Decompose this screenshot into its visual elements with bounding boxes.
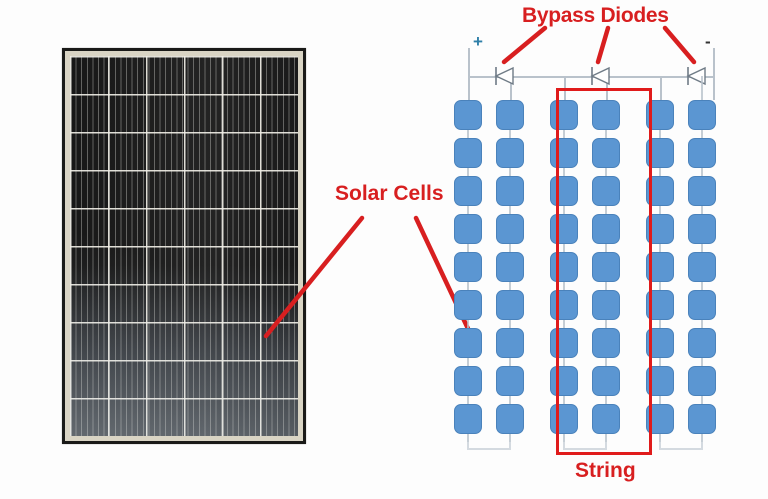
solar-cell-icon	[550, 328, 578, 358]
solar-cell-icon	[688, 100, 716, 130]
solar-cell-icon	[550, 214, 578, 244]
solar-cell-icon	[550, 252, 578, 282]
solar-cell-icon	[496, 366, 524, 396]
minus-terminal-icon: -	[705, 32, 711, 51]
solar-cell-icon	[550, 366, 578, 396]
string-highlight-box	[556, 88, 652, 455]
solar-cell-icon	[550, 290, 578, 320]
solar-cell-icon	[496, 138, 524, 168]
panel-glass-area	[70, 56, 298, 436]
diode-icon	[489, 65, 519, 87]
drop-wire-col-2	[510, 76, 512, 100]
cell-row-gridlines	[70, 56, 298, 436]
solar-cell-icon	[688, 252, 716, 282]
top-bus-wire	[468, 76, 714, 78]
solar-cell-icon	[454, 100, 482, 130]
solar-cell-icon	[496, 290, 524, 320]
solar-cell-icon	[592, 328, 620, 358]
diode-icon	[585, 65, 615, 87]
plus-terminal-icon: +	[473, 32, 483, 51]
solar-cell-icon	[496, 328, 524, 358]
solar-cell-icon	[454, 404, 482, 434]
solar-cell-icon	[688, 328, 716, 358]
solar-cell-icon	[592, 176, 620, 206]
solar-cell-icon	[592, 252, 620, 282]
solar-cell-icon	[688, 138, 716, 168]
solar-cell-icon	[550, 138, 578, 168]
solar-cell-icon	[592, 100, 620, 130]
solar-cell-icon	[592, 290, 620, 320]
solar-cell-icon	[550, 100, 578, 130]
solar-cell-icon	[454, 214, 482, 244]
solar-cell-icon	[496, 176, 524, 206]
solar-cell-icon	[592, 404, 620, 434]
solar-cell-icon	[688, 366, 716, 396]
diode-icon	[681, 65, 711, 87]
solar-cell-icon	[454, 252, 482, 282]
solar-cell-icon	[496, 100, 524, 130]
solar-cell-icon	[592, 138, 620, 168]
drop-wire-col-1	[468, 76, 470, 100]
drop-wire-col-5	[660, 76, 662, 100]
minus-lead-wire	[713, 48, 715, 77]
label-solar-cells: Solar Cells	[335, 182, 444, 205]
plus-lead-wire	[468, 48, 470, 77]
solar-cell-icon	[496, 404, 524, 434]
solar-cell-icon	[688, 214, 716, 244]
solar-cell-icon	[688, 176, 716, 206]
solar-cell-icon	[496, 214, 524, 244]
solar-cell-icon	[688, 290, 716, 320]
solar-cell-icon	[550, 176, 578, 206]
solar-cell-icon	[496, 252, 524, 282]
solar-cell-icon	[592, 366, 620, 396]
label-bypass-diodes: Bypass Diodes	[522, 4, 669, 27]
solar-cell-icon	[550, 404, 578, 434]
label-string: String	[575, 459, 636, 482]
solar-cell-icon	[454, 290, 482, 320]
solar-cell-icon	[454, 176, 482, 206]
drop-wire-col-6	[713, 76, 715, 100]
solar-cell-icon	[688, 404, 716, 434]
solar-cell-icon	[592, 214, 620, 244]
solar-cell-icon	[454, 328, 482, 358]
solar-cell-icon	[454, 138, 482, 168]
solar-cell-icon	[454, 366, 482, 396]
